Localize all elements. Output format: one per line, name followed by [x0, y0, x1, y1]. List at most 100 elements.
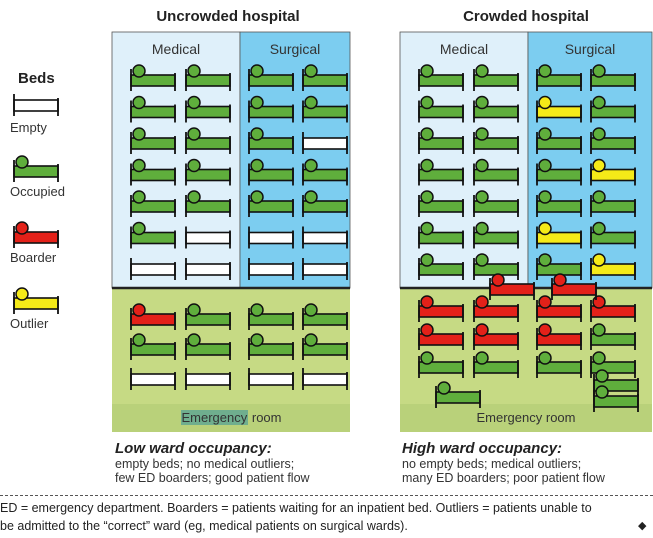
uncrowded-er-bed-empty	[130, 368, 176, 390]
uncrowded-surgical-bed-empty	[248, 258, 294, 280]
uncrowded-medical-bed-occupied	[130, 95, 176, 123]
end-mark: ◆	[638, 520, 647, 532]
uncrowded-medical-bed-occupied	[130, 221, 176, 249]
legend-outlier-bed-icon	[13, 287, 59, 314]
uncrowded-surgical-bed-occupied	[302, 190, 348, 217]
crowded-medical-bed-occupied	[473, 64, 519, 91]
uncrowded-medical-bed-occupied	[130, 190, 176, 217]
uncrowded-medical-label: Medical	[151, 41, 201, 57]
uncrowded-er-bed-occupied	[185, 333, 231, 360]
crowded-medical-bed-occupied	[473, 127, 519, 154]
crowded-medical-bed-occupied	[418, 127, 464, 154]
uncrowded-er-bed-occupied	[248, 303, 294, 330]
uncrowded-er-bed-occupied	[248, 333, 294, 360]
legend-title: Beds	[18, 70, 55, 87]
crowded-surgical-bed-occupied	[590, 221, 636, 249]
crowded-medical-bed-occupied	[418, 64, 464, 91]
crowded-surgical-bed-occupied	[536, 158, 582, 186]
crowded-er-bed-boarder	[418, 323, 464, 350]
crowded-surgical-bed-occupied	[590, 95, 636, 123]
crowded-surgical-bed-occupied	[536, 127, 582, 154]
uncrowded-surgical-bed-empty	[302, 258, 348, 280]
uncrowded-er-bed-occupied	[302, 333, 348, 360]
crowded-er-bed-occupied	[473, 351, 519, 378]
crowded-medical-bed-occupied	[473, 253, 519, 280]
uncrowded-medical-bed-empty	[185, 226, 231, 249]
legend-label-empty: Empty	[10, 120, 47, 135]
crowded-caption-head: High ward occupancy:	[402, 440, 563, 457]
crowded-medical-label: Medical	[439, 41, 489, 57]
crowded-surgical-bed-occupied	[590, 190, 636, 217]
crowded-caption-line-1: no empty beds; medical outliers;	[402, 457, 582, 471]
uncrowded-er-label: Emergency room	[112, 410, 350, 425]
uncrowded-surgical-bed-occupied	[302, 95, 348, 123]
uncrowded-caption-line-1: empty beds; no medical outliers;	[115, 457, 295, 471]
crowded-er-bed-boarder	[536, 295, 582, 322]
uncrowded-er-bed-boarder	[130, 303, 176, 330]
legend-boarder-bed-icon	[13, 221, 59, 248]
uncrowded-medical-bed-occupied	[130, 127, 176, 154]
uncrowded-surgical-bed-occupied	[248, 95, 294, 123]
uncrowded-er-bed-empty	[248, 368, 294, 390]
footnote-divider	[0, 495, 653, 496]
footnote-line-1: ED = emergency department. Boarders = pa…	[0, 501, 592, 515]
uncrowded-surgical-bed-empty	[302, 226, 348, 249]
crowded-er-bed-boarder	[418, 295, 464, 322]
crowded-er-bed-occupied	[418, 351, 464, 378]
uncrowded-medical-bed-occupied	[130, 158, 176, 186]
crowded-medical-bed-occupied	[418, 158, 464, 186]
crowded-surgical-bed-occupied	[590, 64, 636, 91]
uncrowded-er-bed-occupied	[130, 333, 176, 360]
uncrowded-medical-bed-empty	[130, 258, 176, 280]
footnote-line-2: be admitted to the “correct” ward (eg, m…	[0, 519, 408, 533]
crowded-overflow-bed-occupied	[593, 385, 639, 412]
legend-empty-bed-icon	[13, 94, 59, 116]
uncrowded-er-bed-occupied	[302, 303, 348, 330]
legend-occupied-bed-icon	[13, 155, 59, 182]
crowded-er-bed-occupied	[590, 351, 636, 378]
crowded-er-bed-occupied	[590, 323, 636, 350]
er-label-rest: room	[248, 410, 282, 425]
crowded-er-bed-boarder	[473, 323, 519, 350]
crowded-medical-bed-occupied	[473, 95, 519, 123]
uncrowded-caption-head: Low ward occupancy:	[115, 440, 272, 457]
crowded-medical-bed-occupied	[473, 158, 519, 186]
uncrowded-hospital-title: Uncrowded hospital	[156, 8, 300, 25]
crowded-medical-bed-occupied	[418, 221, 464, 249]
crowded-medical-bed-occupied	[418, 253, 464, 280]
crowded-surgical-bed-occupied	[536, 64, 582, 91]
legend-label-outlier: Outlier	[10, 316, 49, 331]
legend-label-boarder: Boarder	[10, 250, 57, 265]
uncrowded-er-bed-empty	[185, 368, 231, 390]
er-label-highlight: Emergency	[180, 410, 249, 425]
uncrowded-er-bed-empty	[302, 368, 348, 390]
crowded-surgical-bed-outlier	[590, 253, 636, 280]
uncrowded-surgical-bed-occupied	[302, 64, 348, 91]
uncrowded-medical-bed-occupied	[185, 190, 231, 217]
crowded-hospital-title: Crowded hospital	[463, 8, 589, 25]
uncrowded-caption: Low ward occupancy: empty beds; no medic…	[115, 440, 310, 485]
uncrowded-medical-bed-occupied	[185, 158, 231, 186]
crowded-surgical-bed-outlier	[590, 158, 636, 186]
uncrowded-surgical-bed-occupied	[248, 64, 294, 91]
uncrowded-medical-bed-occupied	[130, 64, 176, 91]
uncrowded-medical-bed-occupied	[185, 64, 231, 91]
uncrowded-medical-bed-occupied	[185, 95, 231, 123]
crowded-er-bed-occupied	[536, 351, 582, 378]
uncrowded-surgical-bed-occupied	[248, 127, 294, 154]
crowded-overflow-bed-occupied	[435, 381, 481, 408]
uncrowded-surgical-bed-occupied	[302, 158, 348, 186]
crowded-overflow-bed-occupied	[593, 369, 639, 396]
uncrowded-surgical-bed-occupied	[248, 190, 294, 217]
uncrowded-caption-line-2: few ED boarders; good patient flow	[115, 471, 310, 485]
crowded-surgical-bed-occupied	[590, 127, 636, 154]
uncrowded-medical-bed-empty	[185, 258, 231, 280]
crowded-surgical-label: Surgical	[564, 41, 616, 57]
uncrowded-surgical-label: Surgical	[269, 41, 321, 57]
crowded-caption: High ward occupancy: no empty beds; medi…	[402, 440, 605, 485]
crowded-overflow-bed-boarder	[489, 273, 535, 300]
crowded-medical-bed-occupied	[473, 190, 519, 217]
crowded-surgical-bed-occupied	[536, 190, 582, 217]
crowded-overflow-bed-boarder	[551, 273, 597, 300]
